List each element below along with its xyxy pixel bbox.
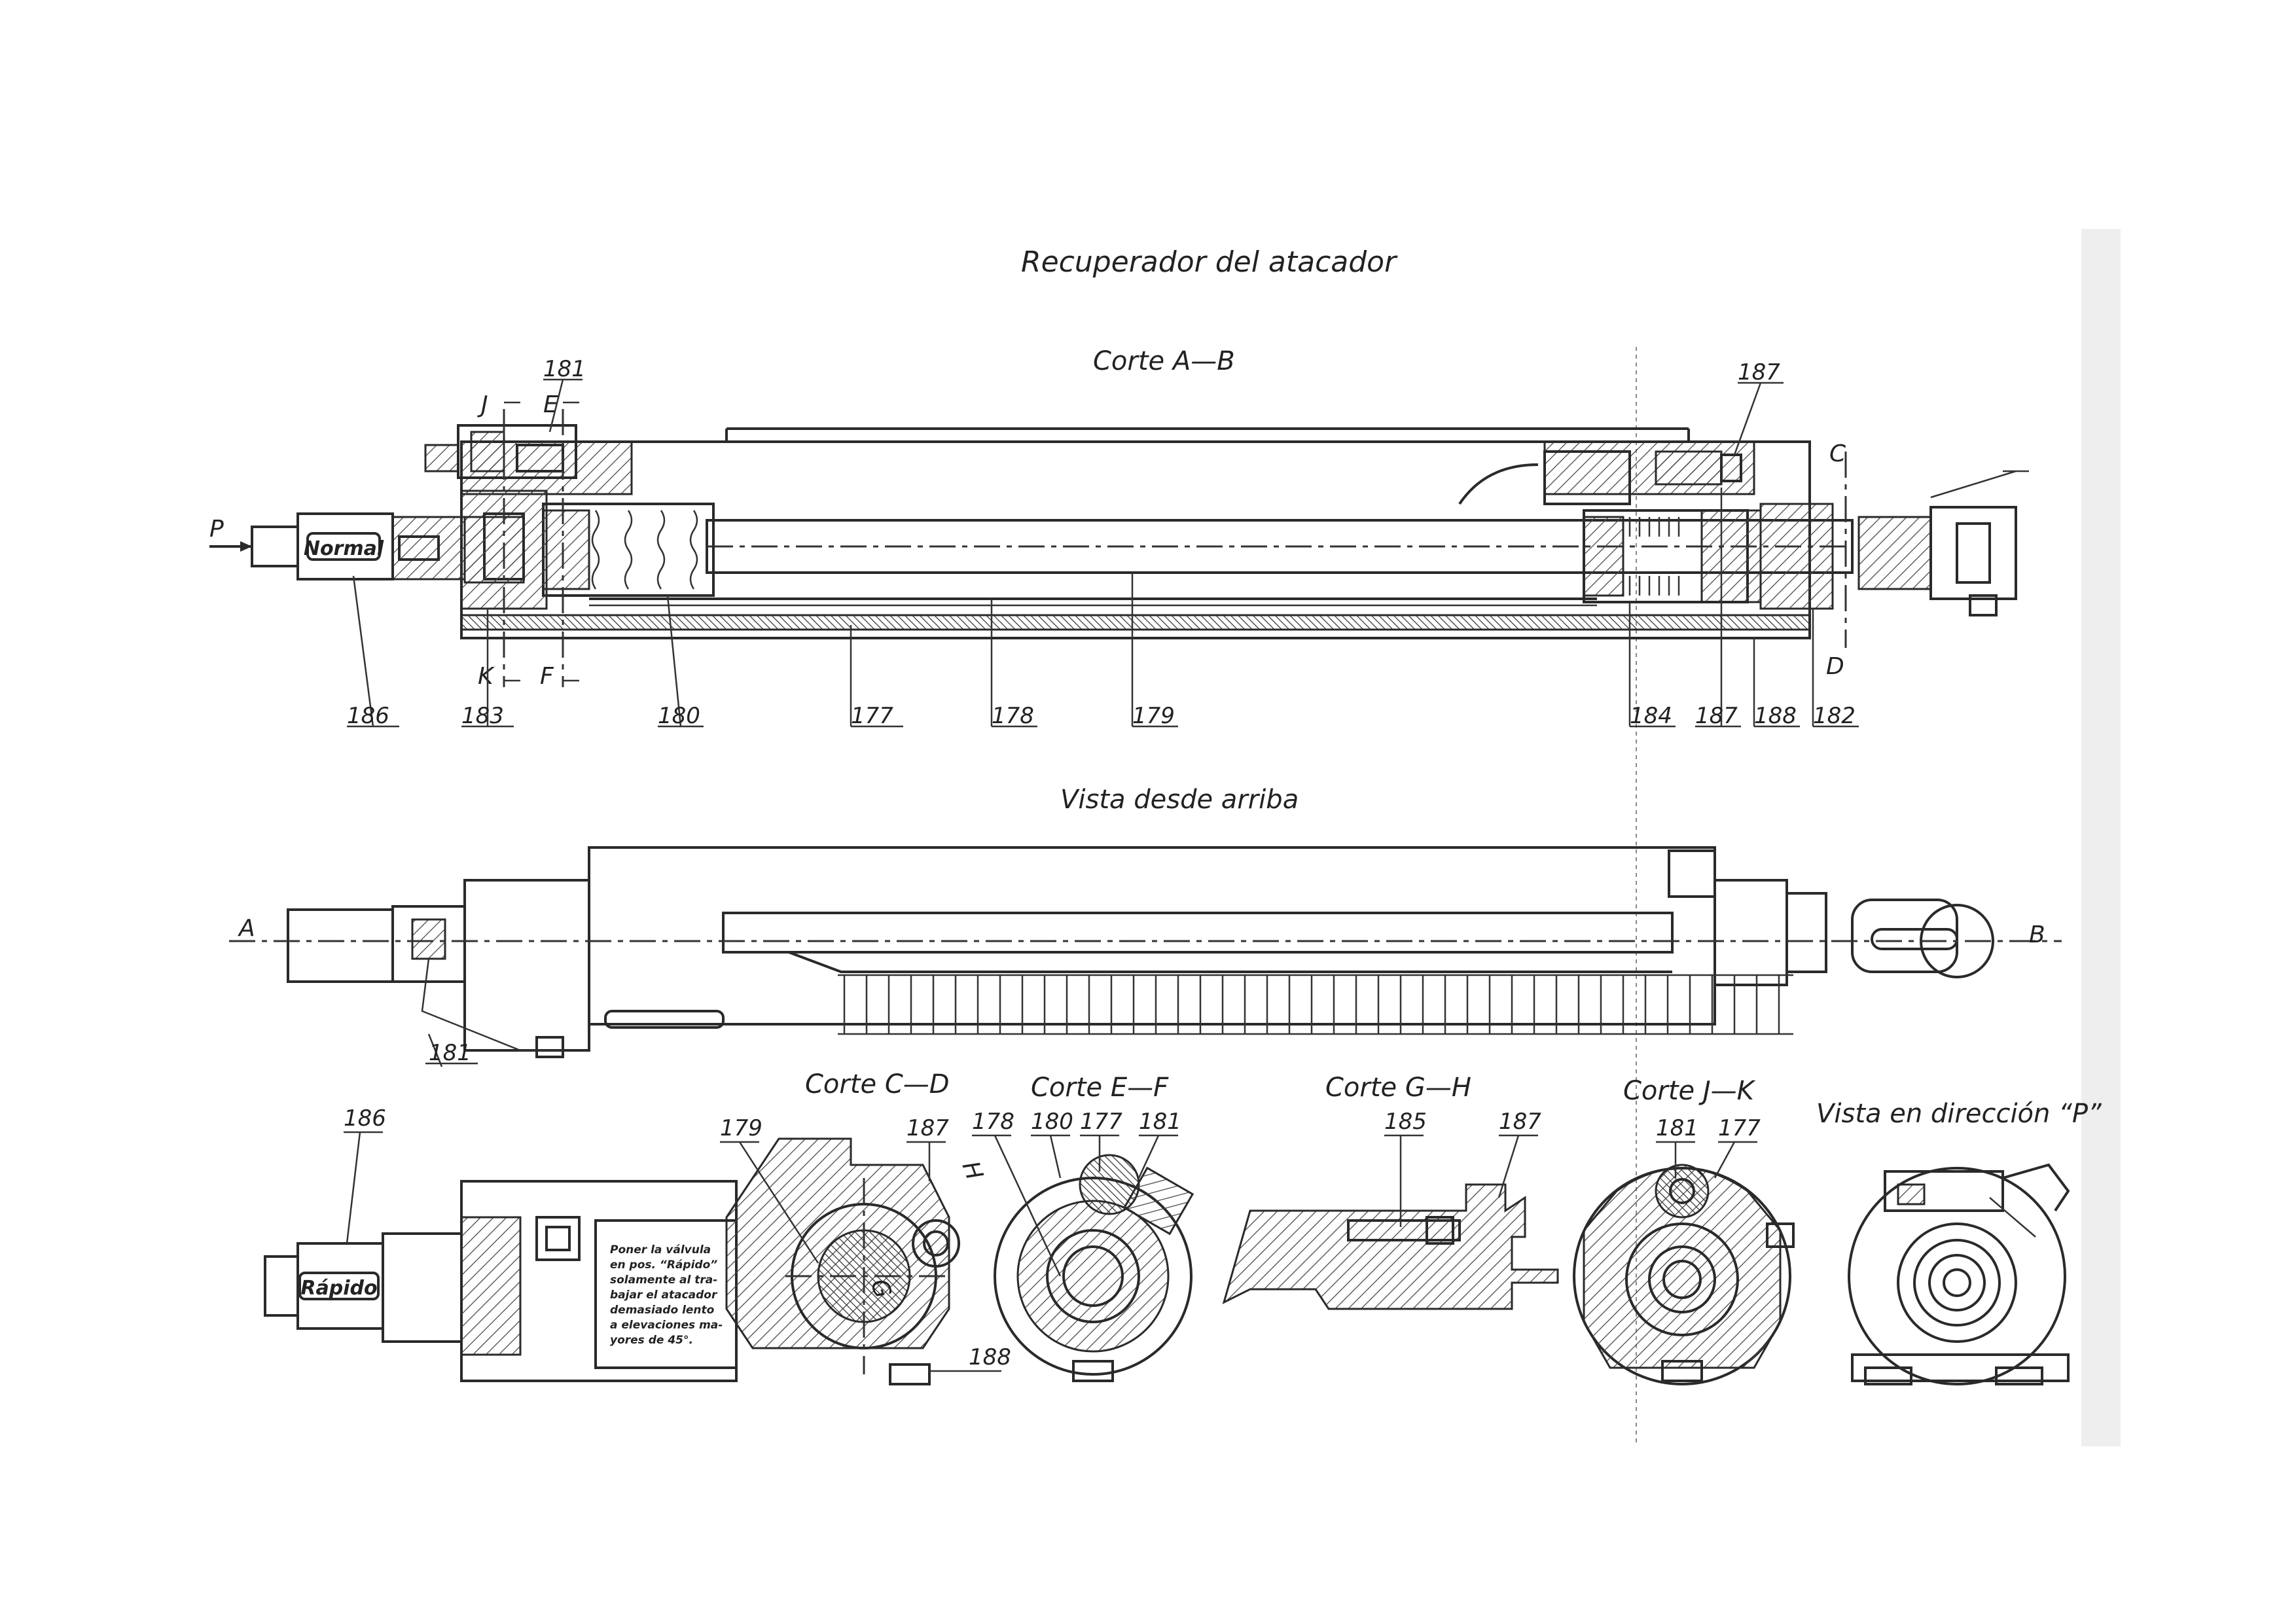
section-gh-view: 185 187 [1222,1109,1559,1310]
cut-letter-H: H [957,1158,988,1183]
scan-shadow [2081,229,2121,1446]
callout-179-cd: 179 [720,1115,762,1141]
note-line-7: yores de 45°. [610,1334,693,1347]
label-section-cd: Corte C—D [805,1069,950,1099]
main-section-view: Normal P C D J E [209,378,2029,728]
cut-letter-K: K [478,663,495,690]
callout-180-ef: 180 [1031,1109,1073,1135]
callout-187-main-top: 187 [1738,359,1780,385]
view-p [1848,1163,2070,1385]
callout-185-gh: 185 [1384,1109,1427,1135]
callout-186-valve: 186 [344,1105,386,1132]
label-section-jk: Corte J—K [1623,1076,1756,1106]
callout-181-ef: 181 [1139,1109,1181,1135]
valve-rapido-label: Rápido [300,1277,377,1300]
label-view-p: Vista en dirección “P” [1816,1099,2102,1129]
callout-183: 183 [461,703,504,729]
label-main-section: Corte A—B [1093,346,1235,376]
callout-187: 187 [1695,703,1738,729]
section-cd-view: 179 187 188 H G [720,1115,1011,1385]
callout-178: 178 [992,703,1034,729]
callout-188: 188 [1754,703,1797,729]
cut-letter-B: B [2029,921,2045,948]
label-top-view: Vista desde arriba [1060,785,1299,815]
cut-letter-F: F [540,663,554,690]
note-line-3: solamente al tra- [610,1274,717,1287]
cut-letter-P: P [209,516,224,543]
section-jk-view: 181 177 [1573,1115,1795,1385]
top-view: A B [229,846,2062,1067]
callout-177-ef: 177 [1080,1109,1122,1135]
note-line-2: en pos. “Rápido” [610,1258,717,1272]
callout-188-cd: 188 [969,1344,1011,1370]
cut-letter-J: J [477,391,488,418]
callout-177: 177 [851,703,893,729]
note-line-5: demasiado lento [610,1304,715,1317]
valve-note: Poner la válvula en pos. “Rápido” solame… [610,1243,723,1347]
callout-186: 186 [347,703,389,729]
callout-180: 180 [658,703,700,729]
cut-letter-D: D [1826,653,1844,680]
label-section-ef: Corte E—F [1031,1073,1169,1103]
callout-179: 179 [1132,703,1175,729]
callout-184: 184 [1630,703,1672,729]
callout-182: 182 [1813,703,1856,729]
note-line-1: Poner la válvula [610,1243,711,1257]
drawing-title: Recuperador del atacador [1021,245,1398,279]
valve-normal-label: Normal [304,537,384,560]
section-ef-view: 178 180 177 181 [972,1109,1194,1382]
note-line-4: bajar el atacador [610,1289,718,1302]
cut-letter-C: C [1829,440,1846,467]
callout-177-jk: 177 [1718,1115,1761,1141]
callout-181-topview: 181 [429,1040,471,1066]
callout-178-ef: 178 [972,1109,1014,1135]
cut-letter-A: A [238,915,255,942]
callout-181-main: 181 [543,356,586,382]
callout-187-gh: 187 [1499,1109,1541,1135]
label-section-gh: Corte G—H [1325,1073,1471,1103]
callout-187-cd: 187 [906,1115,949,1141]
valve-detail-view: 186 Rápido Poner la válvula en pos. “Ráp… [264,1105,738,1382]
note-line-6: a elevaciones ma- [610,1319,723,1332]
callout-181-jk: 181 [1656,1115,1698,1141]
